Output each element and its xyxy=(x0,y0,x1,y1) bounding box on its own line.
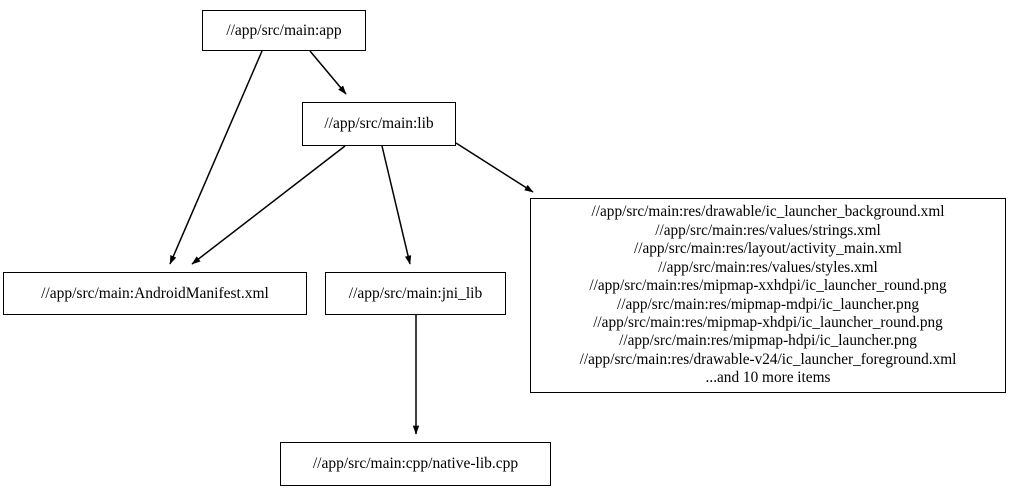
edge-app-to-lib xyxy=(309,50,347,95)
node-jni-lib-label: //app/src/main:jni_lib xyxy=(348,284,483,302)
node-resources-label: //app/src/main:res/drawable/ic_launcher_… xyxy=(579,203,957,387)
node-androidmanifest-label: //app/src/main:AndroidManifest.xml xyxy=(41,284,269,302)
node-cpp-native-lib-label: //app/src/main:cpp/native-lib.cpp xyxy=(312,455,519,473)
node-cpp-native-lib[interactable]: //app/src/main:cpp/native-lib.cpp xyxy=(280,442,551,486)
node-jni-lib[interactable]: //app/src/main:jni_lib xyxy=(325,272,506,315)
node-lib[interactable]: //app/src/main:lib xyxy=(302,102,456,146)
edge-lib-to-resources xyxy=(455,142,534,193)
edge-app-to-androidmanifest xyxy=(169,50,263,265)
edge-lib-to-jni-lib xyxy=(381,145,412,265)
edge-lib-to-androidmanifest xyxy=(191,145,346,265)
node-app[interactable]: //app/src/main:app xyxy=(202,10,366,51)
node-lib-label: //app/src/main:lib xyxy=(324,115,434,133)
node-app-label: //app/src/main:app xyxy=(226,21,342,39)
node-resources[interactable]: //app/src/main:res/drawable/ic_launcher_… xyxy=(530,198,1006,393)
node-androidmanifest[interactable]: //app/src/main:AndroidManifest.xml xyxy=(3,272,307,315)
